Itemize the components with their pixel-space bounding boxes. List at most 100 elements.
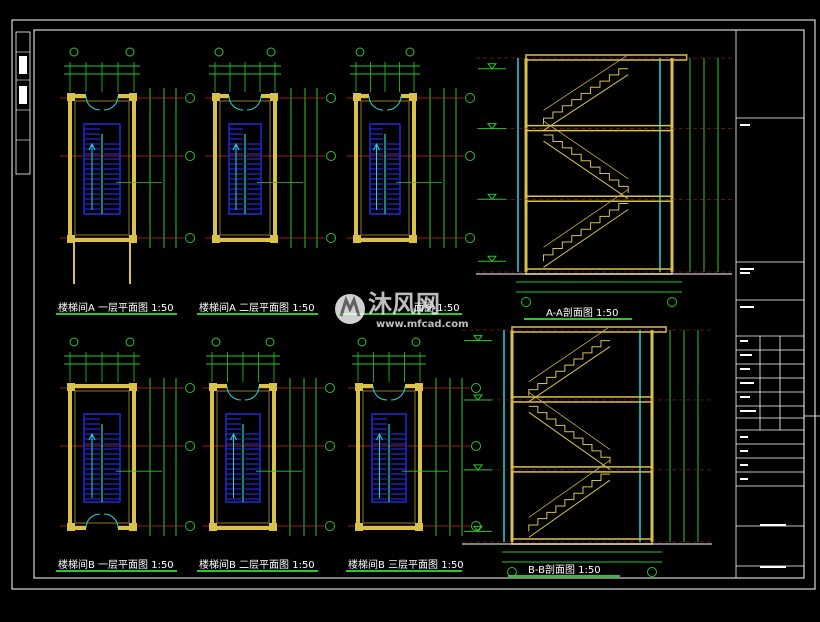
section-floor-slab [525,195,673,202]
stair-handrail [528,391,611,450]
watermark-url: www.mfcad.com [376,319,469,330]
stair-wall-inner [360,100,410,236]
section-floor-slab [525,54,688,61]
door-swing [85,95,101,111]
column-block [270,93,278,101]
column-block [212,235,220,243]
column-block [67,235,75,243]
stair-plan-5 [202,337,335,536]
up-arrow-head [88,142,96,151]
level-triangle [472,525,484,533]
stair-flight-treads [528,340,610,396]
label-plan-b2: 楼梯间B 二层平面图 1:50 [199,558,315,571]
column-block [67,523,75,531]
axis-bubble [185,93,195,103]
column-block [409,93,417,101]
axis-bubble [411,337,421,347]
column-block [353,235,361,243]
axis-bubble [521,297,531,307]
label-plan-a1: 楼梯间A 一层平面图 1:50 [58,301,174,314]
axis-bubble [185,441,195,451]
door-swing [103,513,119,529]
stair-flight-treads [543,134,629,193]
axis-bubble [185,151,195,161]
door-swing [368,95,384,111]
title-block-marks [740,124,786,568]
door-swing [244,385,260,401]
axis-bubble [265,337,275,347]
axis-bubble [465,151,475,161]
level-triangle [486,123,498,130]
axis-bubble [667,297,677,307]
stair-plan-1 [60,47,195,284]
door-opening [86,93,118,99]
column-block [129,235,137,243]
stair-plan-2 [205,47,336,248]
stair-wall-inner [216,390,270,524]
section-floor-slab [525,268,673,275]
door-swing [386,95,402,111]
axis-bubble [325,441,335,451]
stair-plan-drawings [60,47,481,536]
outer-frame [11,19,816,590]
column-block [209,523,217,531]
section-floor-slab [511,466,653,473]
stair-wall-inner [74,100,130,236]
level-triangle [486,193,498,201]
up-arrow-head [376,432,383,441]
axis-bubble [125,47,135,57]
axis-bubble [185,233,195,243]
label-plan-b3: 楼梯间B 三层平面图 1:50 [348,558,464,571]
door-swing [85,513,101,529]
column-block [67,93,75,101]
axis-bubble [471,383,481,393]
section-floor-slab [511,538,653,545]
up-arrow-head [88,432,96,441]
stair-flight-soffit [543,140,629,200]
column-block [409,235,417,243]
axis-bubble [326,151,336,161]
column-block [67,383,75,391]
column-block [129,93,137,101]
door-swing [103,95,119,111]
door-opening [229,93,261,99]
axis-bubble [185,383,195,393]
stair-flight-treads [528,405,611,464]
section-floor-slab [511,326,667,333]
axis-bubble [325,383,335,393]
axis-bubble [647,567,657,577]
stair-wall-inner [219,100,271,236]
level-triangle [486,255,498,263]
label-section-a: A-A剖面图 1:50 [546,306,619,319]
column-block [269,383,277,391]
column-block [355,383,363,391]
column-block [415,523,423,531]
column-block [269,523,277,531]
section-floor-slab [511,396,653,403]
watermark: 沐风网 www.mfcad.com [335,290,469,330]
stair-flight-soffit [528,346,611,403]
axis-bubble [471,441,481,451]
stair-handrail [528,459,611,518]
axis-bubble [185,521,195,531]
column-block [209,383,217,391]
door-swing [228,95,244,111]
level-triangle [472,335,484,342]
stair-section-drawings [462,54,732,577]
axis-bubble [211,337,221,347]
label-plan-b1: 楼梯间B 一层平面图 1:50 [58,558,174,571]
inner-frame [33,29,805,579]
axis-bubble [69,47,79,57]
column-block [129,523,137,531]
column-block [415,383,423,391]
stair-section-1 [476,54,732,307]
door-opening [373,383,405,389]
column-block [355,523,363,531]
door-swing [246,95,262,111]
door-opening [86,525,118,531]
axis-bubble [405,47,415,57]
column-block [129,383,137,391]
stair-handrail [543,54,629,111]
mf-logo-icon [335,294,365,324]
axis-bubble [326,233,336,243]
